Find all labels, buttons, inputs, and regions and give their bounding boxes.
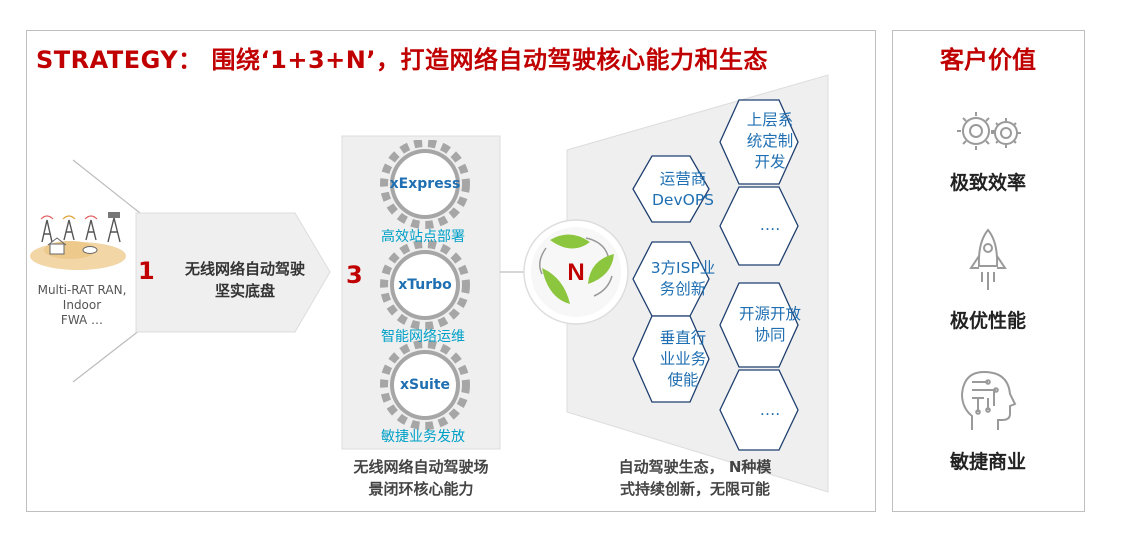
- hex-devops: [632, 155, 710, 223]
- leaf-icon: [588, 254, 614, 284]
- customer-value-panel: [892, 30, 1085, 512]
- hex-label-line: 务创新: [659, 280, 707, 298]
- gear-desc: 敏捷业务发放: [381, 429, 465, 445]
- rocket-icon: [969, 228, 1007, 290]
- hex-system: [719, 99, 799, 185]
- ecosystem-n-logo: N: [523, 219, 629, 325]
- gear-desc: 智能网络运维: [381, 329, 465, 345]
- funnel-line-top: [72, 159, 141, 214]
- leaf-icon: [542, 268, 570, 304]
- site-label-line: FWA …: [60, 313, 104, 327]
- hex-label-line: 使能: [667, 371, 699, 389]
- hex-more-1: [719, 186, 799, 266]
- gears-icon: [957, 112, 1021, 150]
- strategy-title: STRATEGY： 围绕‘1+3+N’，打造网络自动驾驶核心能力和生态: [36, 46, 768, 74]
- hex-label-line: ….: [759, 216, 781, 234]
- hex-label-line: 开源开放: [738, 305, 801, 323]
- hex-label: 运营商 DevOPS: [633, 169, 733, 211]
- gear-name-xturbo: xTurbo: [398, 277, 452, 293]
- hex-label: 3方ISP业 务创新: [633, 258, 733, 300]
- hex-label-line: 开发: [754, 153, 786, 171]
- hex-label: 上层系 统定制 开发: [720, 110, 820, 173]
- customer-value-title: 客户价值: [940, 46, 1036, 74]
- hex-label-line: 3方ISP业: [650, 259, 716, 277]
- value-label-agility: 敏捷商业: [949, 451, 1026, 473]
- gear-name-xsuite: xSuite: [399, 377, 451, 393]
- gear-name-xexpress: xExpress: [389, 176, 461, 192]
- hex-label: 开源开放 协同: [720, 304, 820, 346]
- gear-desc: 高效站点部署: [381, 229, 465, 245]
- hex-label: ….: [720, 215, 820, 236]
- pillarN-caption: 自动驾驶生态， N种模 式持续创新，无限可能: [580, 456, 810, 500]
- hex-label: 垂直行 业业务 使能: [633, 328, 733, 391]
- site-label-line: Multi-RAT RAN,: [37, 283, 127, 297]
- pillar1-label: 无线网络自动驾驶 坚实底盘: [160, 258, 330, 302]
- caption-line: 景闭环核心能力: [368, 480, 474, 498]
- pillar1-number: 1: [138, 257, 155, 285]
- hex-label-line: ….: [759, 401, 781, 419]
- hex-vertical: [632, 315, 710, 403]
- ecosystem-n-letter: N: [567, 259, 584, 286]
- hex-label-line: DevOPS: [651, 191, 715, 209]
- pillar1-label-line: 坚实底盘: [214, 282, 275, 300]
- hex-opensource: [719, 282, 799, 368]
- hex-label-line: 统定制: [746, 132, 794, 150]
- caption-line: 式持续创新，无限可能: [619, 480, 770, 498]
- value-label-performance: 极优性能: [949, 310, 1026, 332]
- circuit-head-icon: [960, 371, 1017, 430]
- funnel-line-bottom: [72, 329, 141, 383]
- hex-label-line: 业业务: [659, 350, 707, 368]
- hexagon-grid: [632, 99, 799, 451]
- caption-line: 无线网络自动驾驶场: [353, 458, 489, 476]
- leaf-icon: [550, 234, 590, 249]
- site-label: Multi-RAT RAN, Indoor FWA …: [26, 283, 138, 328]
- pillar1-arrow-shape: [135, 212, 331, 333]
- hex-label-line: 垂直行: [659, 329, 707, 347]
- pillar3-number: 3: [346, 261, 363, 289]
- site-label-line: Indoor: [62, 298, 102, 312]
- hex-label-line: 运营商: [659, 170, 707, 188]
- value-label-efficiency: 极致效率: [949, 172, 1026, 194]
- pillar1-label-line: 无线网络自动驾驶: [184, 260, 305, 278]
- pillar3-caption: 无线网络自动驾驶场 景闭环核心能力: [326, 456, 516, 500]
- hex-label-line: 协同: [754, 326, 786, 344]
- hex-label-line: 上层系: [746, 111, 794, 129]
- cell-towers-icon: [30, 212, 126, 270]
- hex-label: ….: [720, 400, 820, 421]
- caption-line: 自动驾驶生态， N种模: [618, 458, 772, 476]
- hex-more-2: [719, 369, 799, 451]
